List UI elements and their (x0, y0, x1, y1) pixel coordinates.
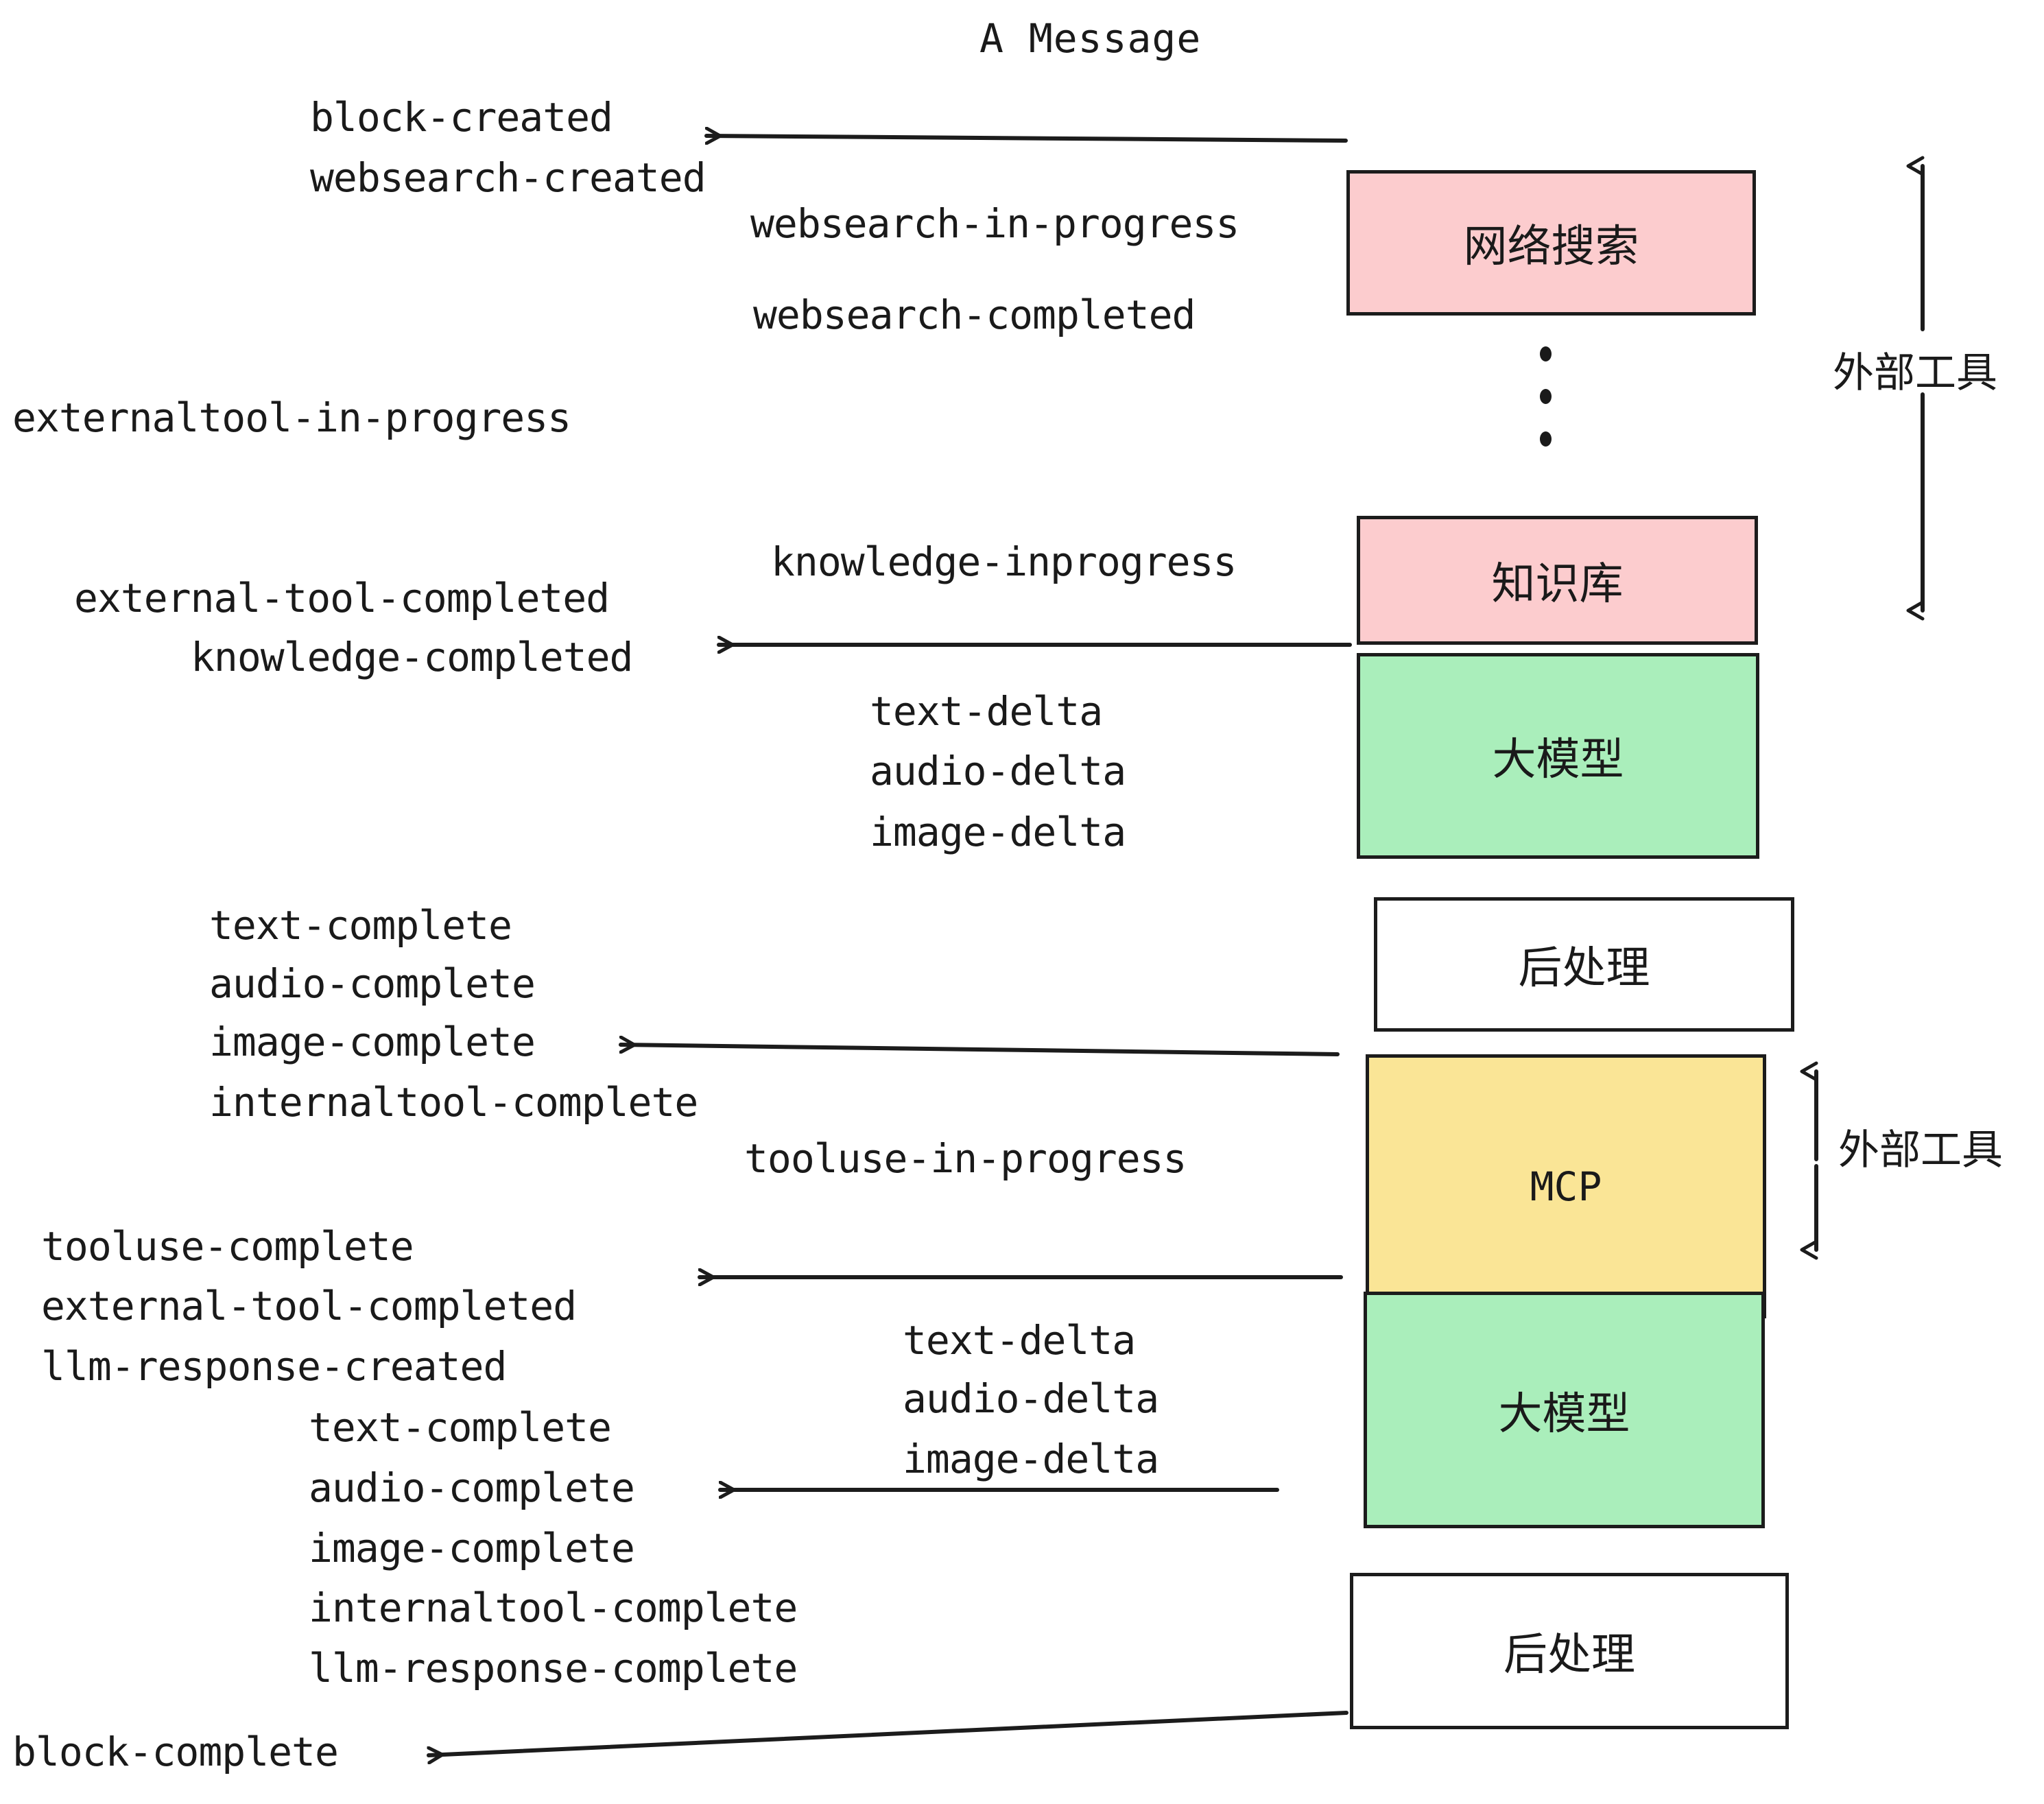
node-knowledge[interactable]: 知识库 (1357, 516, 1758, 645)
arrow-postprocess-bottom-to-left (427, 1711, 1348, 1755)
event-knowledge-completed: knowledge-completed (191, 634, 633, 680)
side-label-external-tools-top: 外部工具 (1833, 349, 1997, 397)
node-postprocess-top[interactable]: 后处理 (1374, 897, 1794, 1032)
event-external-tool-completed-1: external-tool-completed (74, 575, 610, 621)
event-audio-delta-2: audio-delta (903, 1375, 1159, 1422)
arrow-postprocess-top-to-left (619, 1045, 1340, 1056)
node-postprocess-bottom[interactable]: 后处理 (1350, 1573, 1789, 1729)
event-websearch-created: websearch-created (310, 154, 706, 201)
event-llm-response-created: llm-response-created (41, 1343, 507, 1390)
event-knowledge-inprogress: knowledge-inprogress (771, 538, 1237, 585)
node-llm-top[interactable]: 大模型 (1357, 653, 1759, 859)
node-llm-bottom-label: 大模型 (1498, 1388, 1630, 1440)
event-internaltool-complete-1: internaltool-complete (209, 1079, 698, 1126)
event-llm-response-complete: llm-response-complete (309, 1645, 798, 1692)
event-websearch-in-progress: websearch-in-progress (750, 200, 1239, 247)
event-block-created: block-created (310, 94, 613, 141)
arrow-websearch-to-left (704, 136, 1348, 141)
event-audio-delta-1: audio-delta (870, 748, 1126, 794)
node-websearch-label: 网络搜索 (1463, 222, 1639, 272)
side-label-external-tools-bottom: 外部工具 (1838, 1126, 2003, 1174)
node-llm-bottom[interactable]: 大模型 (1364, 1292, 1765, 1528)
node-postprocess-bottom-label: 后处理 (1504, 1630, 1635, 1681)
event-text-delta-1: text-delta (870, 688, 1103, 735)
event-image-delta-1: image-delta (870, 809, 1126, 855)
event-image-delta-2: image-delta (903, 1436, 1159, 1482)
event-externaltool-in-progress: externaltool-in-progress (12, 394, 571, 441)
node-llm-top-label: 大模型 (1492, 735, 1624, 785)
event-text-complete-2: text-complete (309, 1404, 612, 1451)
node-postprocess-top-label: 后处理 (1518, 943, 1650, 994)
page-title: A Message (979, 15, 1202, 62)
node-mcp[interactable]: MCP (1366, 1054, 1766, 1318)
event-websearch-completed: websearch-completed (753, 292, 1196, 338)
node-mcp-label: MCP (1530, 1163, 1602, 1210)
event-tooluse-in-progress: tooluse-in-progress (744, 1135, 1187, 1182)
ellipsis-dots (1540, 346, 1552, 474)
event-tooluse-complete: tooluse-complete (41, 1223, 414, 1270)
node-websearch[interactable]: 网络搜索 (1346, 170, 1756, 316)
event-image-complete-1: image-complete (209, 1019, 536, 1065)
node-knowledge-label: 知识库 (1491, 559, 1624, 610)
event-external-tool-completed-2: external-tool-completed (41, 1283, 577, 1329)
event-audio-complete-2: audio-complete (309, 1464, 635, 1511)
event-audio-complete-1: audio-complete (209, 960, 536, 1007)
event-image-complete-2: image-complete (309, 1525, 635, 1571)
event-text-delta-2: text-delta (903, 1317, 1136, 1364)
event-block-complete: block-complete (12, 1729, 339, 1775)
event-internaltool-complete-2: internaltool-complete (309, 1585, 798, 1631)
event-text-complete-1: text-complete (209, 902, 512, 949)
